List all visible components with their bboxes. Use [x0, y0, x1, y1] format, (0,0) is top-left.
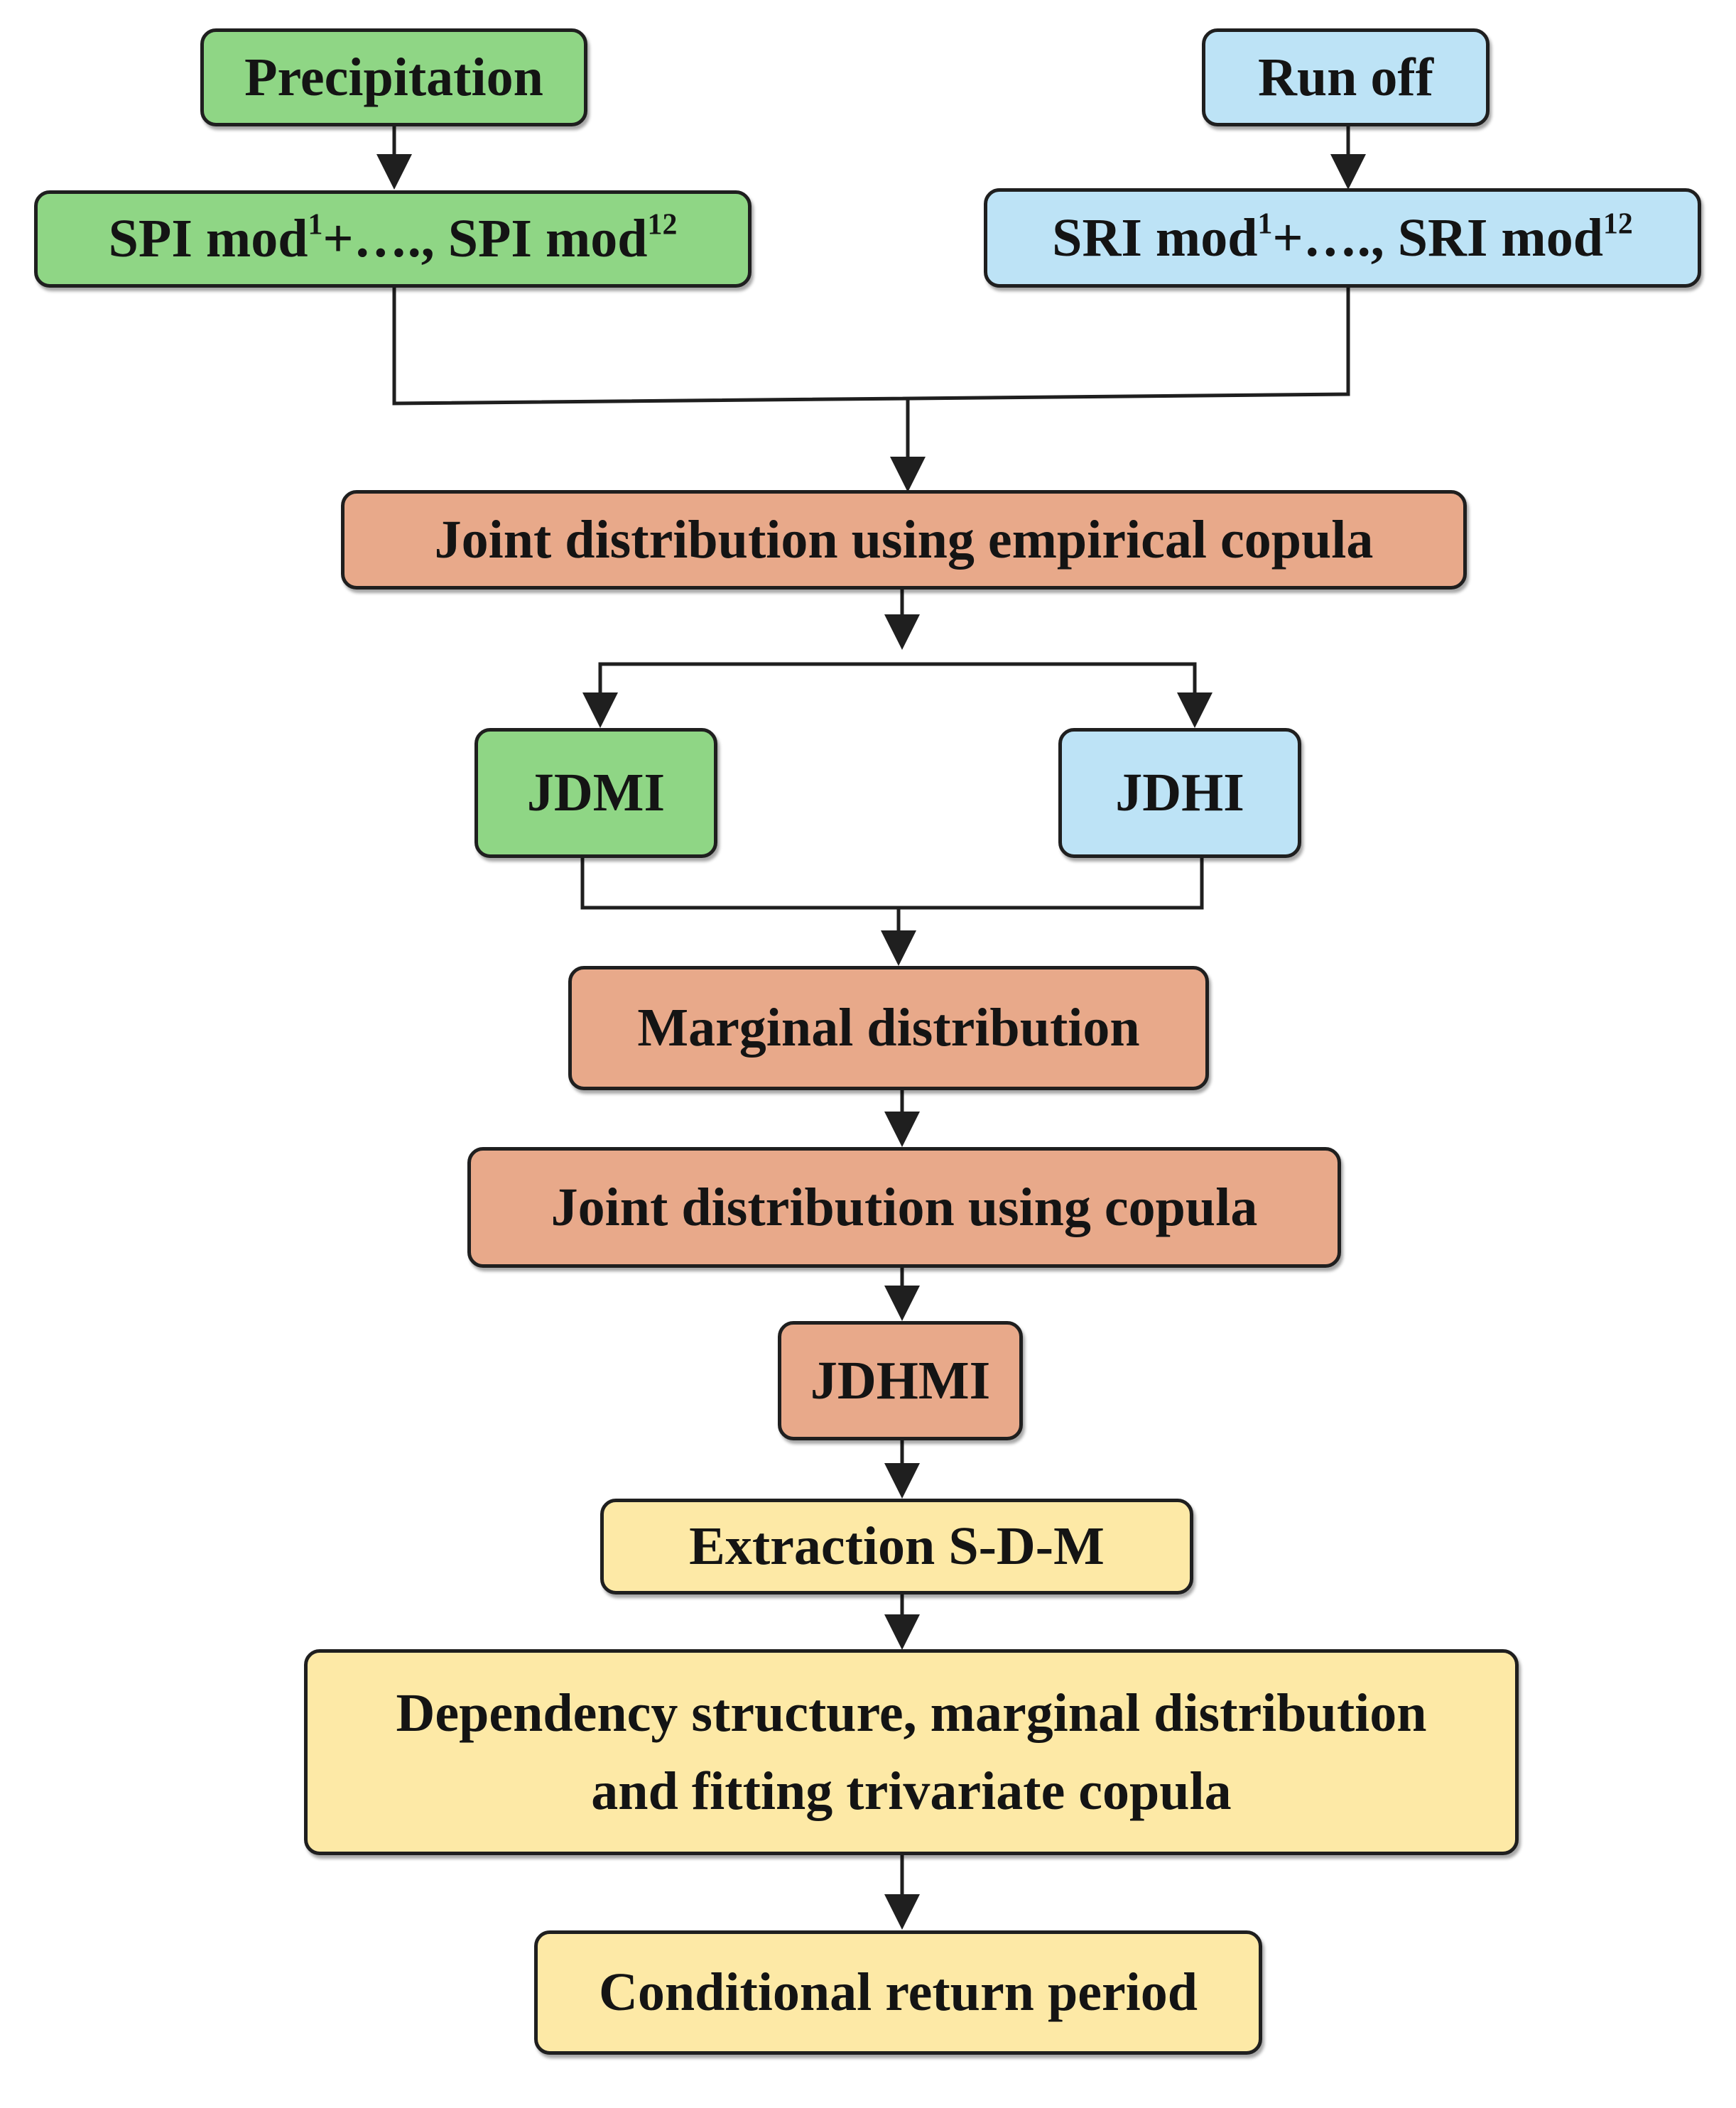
- connector-split-bar: [598, 662, 1197, 721]
- jdhmi-label: JDHMI: [810, 1350, 991, 1411]
- marginal-box: Marginal distribution: [568, 966, 1209, 1090]
- precipitation-box: Precipitation: [200, 28, 587, 126]
- joint-copula-label: Joint distribution using copula: [550, 1177, 1258, 1237]
- sri-label: SRI mod1+…., SRI mod12: [1052, 207, 1633, 268]
- marginal-label: Marginal distribution: [637, 998, 1140, 1058]
- joint-empirical-label: Joint distribution using empirical copul…: [434, 509, 1374, 570]
- spi-label: SPI mod1+…., SPI mod12: [108, 209, 678, 269]
- dependency-line-1: Dependency structure, marginal distribut…: [396, 1683, 1427, 1743]
- extraction-label: Extraction S-D-M: [689, 1516, 1105, 1577]
- jdhi-box: JDHI: [1058, 728, 1301, 858]
- precipitation-label: Precipitation: [244, 47, 543, 107]
- conditional-label: Conditional return period: [598, 1962, 1198, 2023]
- conditional-box: Conditional return period: [534, 1930, 1262, 2055]
- extraction-box: Extraction S-D-M: [600, 1499, 1193, 1594]
- joint-copula-box: Joint distribution using copula: [467, 1147, 1341, 1268]
- jdhmi-box: JDHMI: [778, 1321, 1023, 1440]
- jdhi-label: JDHI: [1115, 763, 1244, 823]
- run-off-box: Run off: [1202, 28, 1490, 126]
- dependency-box: Dependency structure, marginal distribut…: [304, 1649, 1519, 1855]
- connector-jdmi-jdhi-merge: [580, 858, 1204, 910]
- run-off-label: Run off: [1257, 47, 1434, 107]
- jdmi-box: JDMI: [474, 728, 717, 858]
- dependency-label: Dependency structure, marginal distribut…: [396, 1674, 1426, 1830]
- connector-spi-sri-merge: [392, 288, 1350, 406]
- jdmi-label: JDMI: [526, 763, 666, 823]
- joint-empirical-box: Joint distribution using empirical copul…: [341, 490, 1467, 590]
- dependency-line-2: and fitting trivariate copula: [591, 1761, 1232, 1821]
- spi-box: SPI mod1+…., SPI mod12: [34, 190, 752, 288]
- sri-box: SRI mod1+…., SRI mod12: [984, 188, 1701, 288]
